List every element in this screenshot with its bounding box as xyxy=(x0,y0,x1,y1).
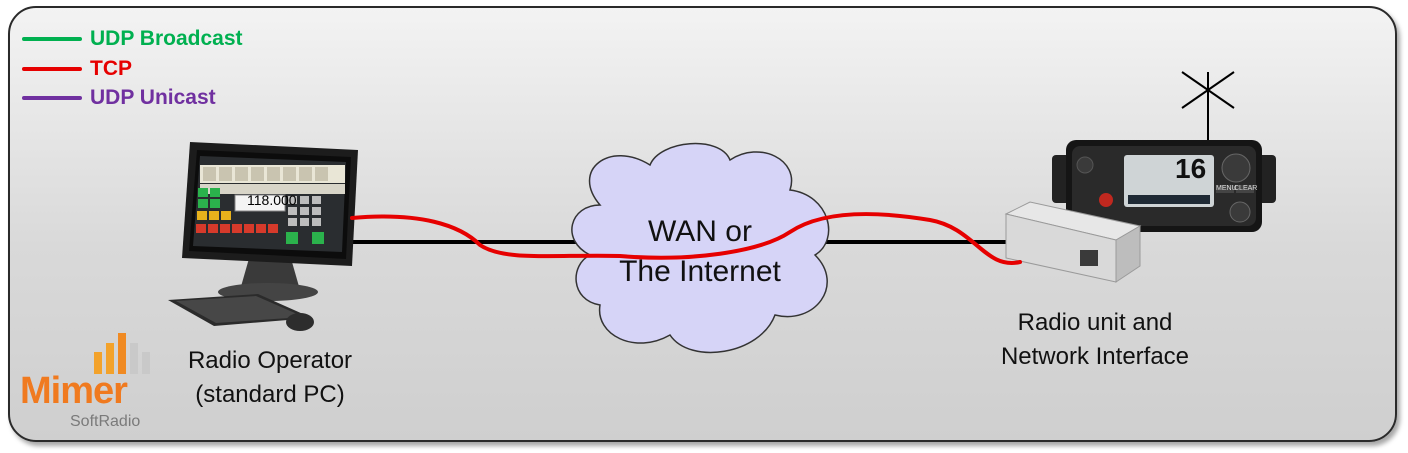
radio-label-line1: Radio unit and xyxy=(1017,309,1173,336)
cloud-label-line1: WAN or xyxy=(648,215,752,248)
cloud-shape xyxy=(571,142,830,354)
operator-label-line1: Radio Operator xyxy=(187,347,353,374)
radio-clear-button: CLEAR xyxy=(1234,185,1258,192)
mimer-logo-sub: SoftRadio xyxy=(70,413,141,430)
tcp-cable xyxy=(350,212,1022,265)
radio-label-line2: Network Interface xyxy=(1000,343,1190,370)
legend-label: UDP Unicast xyxy=(90,86,216,109)
radio-channel-display: 16 xyxy=(1175,153,1207,184)
mimer-logo-word: Mimer xyxy=(20,370,128,412)
legend-item-udp-broadcast: UDP Broadcast xyxy=(22,27,243,51)
pc-computer xyxy=(168,142,358,331)
legend-line-green xyxy=(22,37,82,41)
legend-label: TCP xyxy=(90,57,132,80)
legend-line-purple xyxy=(22,96,82,100)
pc-frequency-readout: 118.000 xyxy=(247,192,297,208)
radio-unit xyxy=(1004,71,1276,283)
legend-label: UDP Broadcast xyxy=(90,27,243,50)
legend-item-tcp: TCP xyxy=(22,57,132,81)
radio-menu-button: MENU xyxy=(1216,185,1237,192)
legend-item-udp-unicast: UDP Unicast xyxy=(22,86,216,110)
legend-line-red xyxy=(22,67,82,71)
cloud-label-line2: The Internet xyxy=(619,255,781,288)
operator-label-line2: (standard PC) xyxy=(195,381,345,408)
